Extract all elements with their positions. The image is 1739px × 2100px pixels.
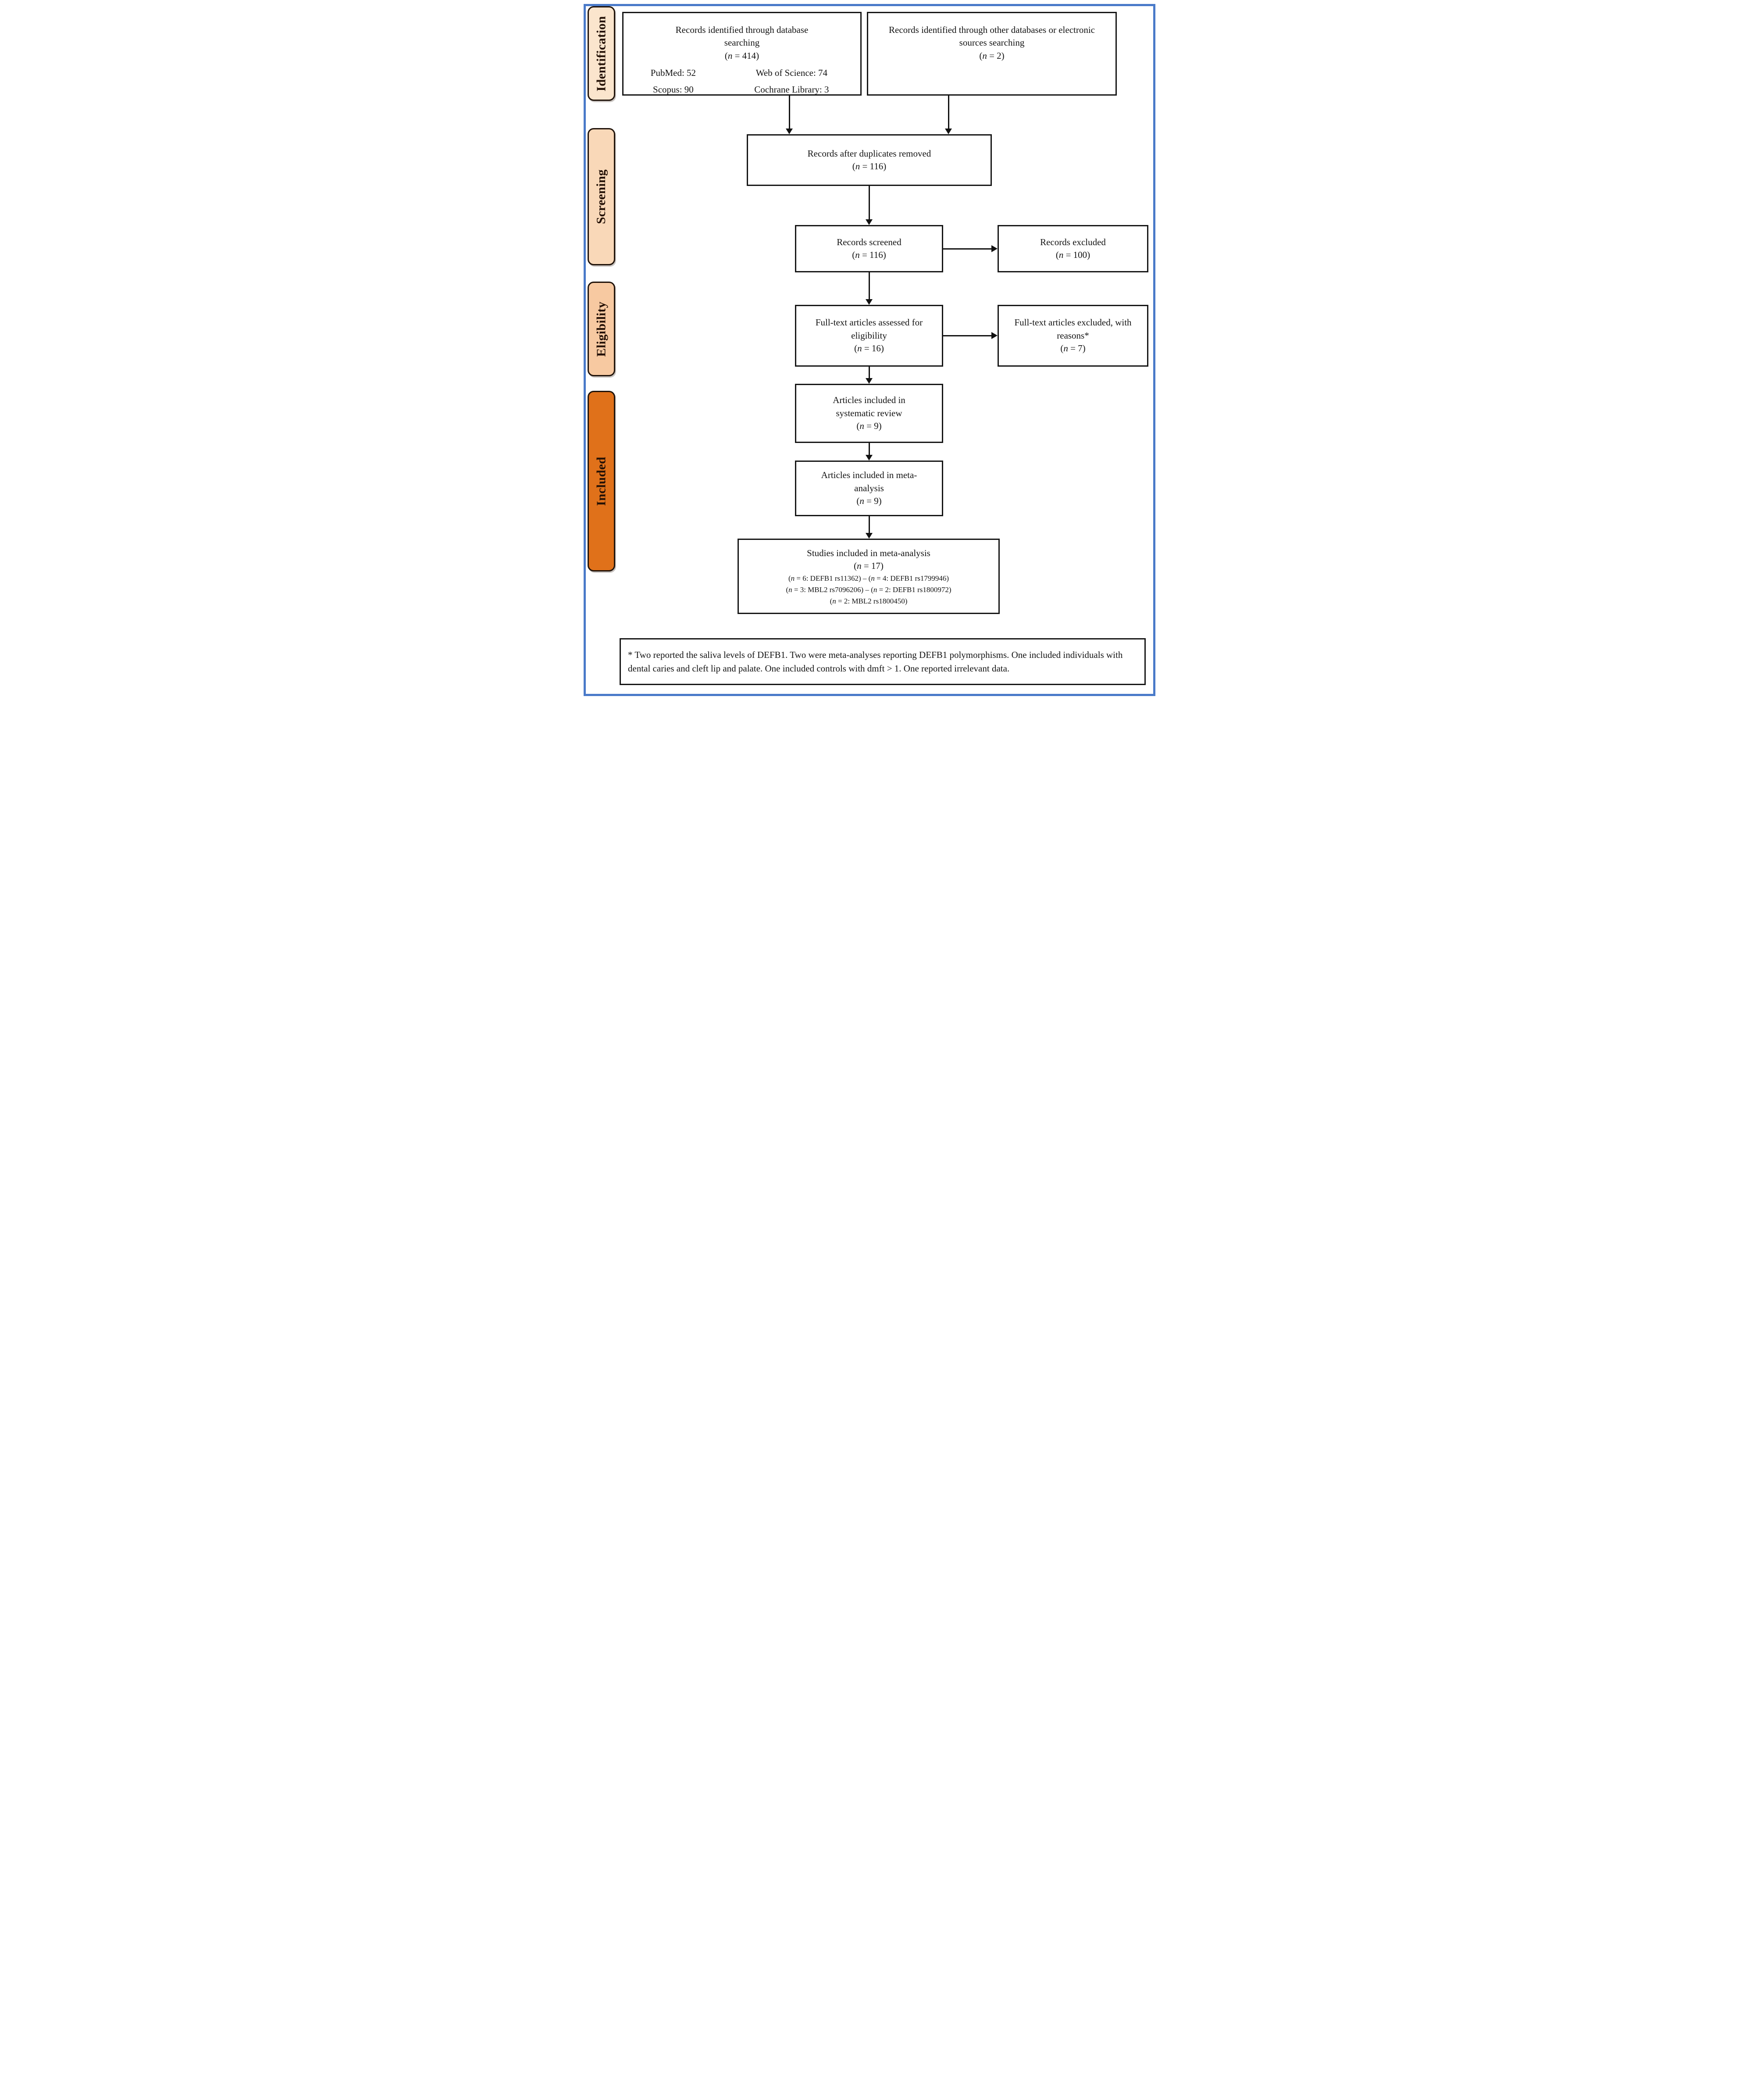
stage-label-text: Eligibility (594, 301, 608, 357)
database-count-cochrane: Cochrane Library: 3 (754, 84, 829, 95)
stage-label-screening: Screening (588, 128, 615, 265)
connector-line (789, 96, 790, 129)
arrowhead-right-icon (991, 245, 998, 252)
arrowhead-down-icon (866, 219, 873, 225)
box-records-identified-database: Records identified through database sear… (622, 12, 862, 96)
box-footnote: * Two reported the saliva levels of DEFB… (620, 638, 1146, 685)
box-title: Records identified through database sear… (675, 25, 809, 48)
box-records-excluded: Records excluded (n = 100) (998, 225, 1148, 272)
connector-line (943, 335, 992, 336)
arrowhead-down-icon (945, 129, 952, 134)
box-count: (n = 7) (1060, 343, 1086, 354)
arrowhead-down-icon (866, 455, 873, 461)
database-count-scopus: Scopus: 90 (653, 84, 694, 95)
box-title: Articles included in meta-analysis (821, 470, 917, 493)
box-count: (n = 16) (854, 343, 884, 354)
box-title: Studies included in meta-analysis (807, 548, 930, 558)
arrowhead-down-icon (866, 378, 873, 384)
arrowhead-right-icon (991, 332, 998, 339)
connector-line (943, 248, 992, 250)
snp-detail-line: (n = 6: DEFB1 rs11362) – (n = 4: DEFB1 r… (788, 574, 949, 582)
box-title: Articles included in systematic review (833, 395, 905, 418)
box-title: Records excluded (1040, 236, 1106, 247)
box-records-screened: Records screened (n = 116) (795, 225, 943, 272)
stage-label-identification: Identification (588, 6, 615, 101)
stage-label-text: Identification (594, 16, 609, 91)
connector-line (869, 186, 870, 220)
box-count: (n = 414) (724, 50, 759, 61)
connector-line (869, 443, 870, 456)
box-count: (n = 17) (854, 561, 884, 571)
box-count: (n = 116) (852, 250, 886, 260)
stage-label-eligibility: Eligibility (588, 282, 615, 376)
stage-label-text: Screening (594, 169, 609, 224)
connector-database-to-duplicates (786, 96, 793, 134)
box-records-identified-other: Records identified through other databas… (867, 12, 1117, 96)
stage-label-included: Included (588, 391, 615, 571)
connector-fulltext-to-excluded (943, 332, 998, 339)
box-title: Records screened (837, 236, 902, 247)
box-count: (n = 9) (856, 496, 882, 507)
box-count: (n = 100) (1055, 250, 1090, 260)
connector-other-to-duplicates (945, 96, 952, 134)
figure-border (584, 4, 1155, 696)
connector-systematic-to-meta (866, 443, 873, 461)
box-duplicates-removed: Records after duplicates removed (n = 11… (747, 134, 992, 186)
connector-screened-to-fulltext (866, 272, 873, 305)
snp-detail-line: (n = 3: MBL2 rs7096206) – (n = 2: DEFB1 … (786, 586, 951, 594)
connector-screened-to-excluded (943, 245, 998, 252)
database-counts: PubMed: 52 Web of Science: 74 Scopus: 90… (624, 67, 860, 96)
arrowhead-down-icon (866, 533, 873, 539)
box-fulltext-excluded: Full-text articles excluded, with reason… (998, 305, 1148, 367)
database-count-wos: Web of Science: 74 (755, 68, 828, 79)
connector-line (869, 367, 870, 379)
connector-line (869, 516, 870, 534)
stage-label-text: Included (594, 457, 608, 506)
snp-detail-line: (n = 2: MBL2 rs1800450) (830, 597, 908, 606)
box-systematic-review: Articles included in systematic review (… (795, 384, 943, 443)
arrowhead-down-icon (866, 299, 873, 305)
connector-duplicates-to-screened (866, 186, 873, 225)
box-title: Records identified through other databas… (889, 25, 1095, 48)
box-count: (n = 116) (852, 161, 887, 171)
database-count-pubmed: PubMed: 52 (650, 68, 696, 79)
box-title: Records after duplicates removed (807, 148, 931, 159)
box-title: Full-text articles assessed for eligibil… (815, 317, 923, 341)
box-title: Full-text articles excluded, with reason… (1014, 317, 1132, 341)
arrowhead-down-icon (786, 129, 793, 134)
footnote-text: * Two reported the saliva levels of DEFB… (628, 650, 1123, 674)
connector-fulltext-to-systematic (866, 367, 873, 384)
connector-line (948, 96, 949, 129)
box-meta-analysis: Articles included in meta-analysis (n = … (795, 461, 943, 516)
box-studies-meta-analysis: Studies included in meta-analysis (n = 1… (738, 539, 1000, 614)
box-fulltext-assessed: Full-text articles assessed for eligibil… (795, 305, 943, 367)
connector-meta-to-studies (866, 516, 873, 539)
box-count: (n = 2) (979, 50, 1005, 61)
prisma-flow-diagram: Identification Screening Eligibility Inc… (580, 0, 1159, 700)
box-count: (n = 9) (856, 421, 882, 432)
connector-line (869, 272, 870, 300)
